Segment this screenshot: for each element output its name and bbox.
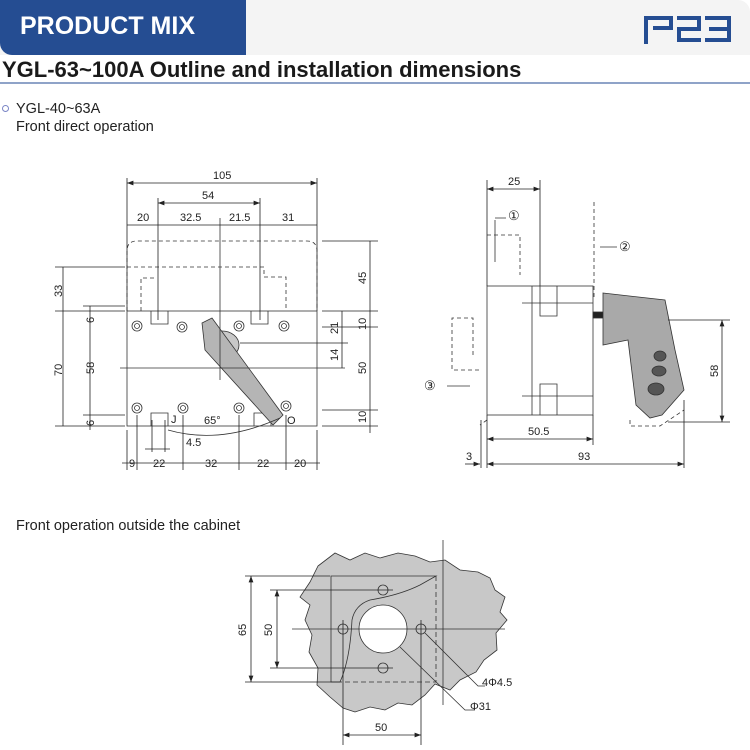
dim-10-top: 10 [357, 318, 369, 330]
mounting-holes [131, 320, 292, 414]
dim-6-top: 6 [85, 317, 97, 323]
dim-10-bottom: 10 [357, 411, 369, 423]
page-title: YGL-63~100A Outline and installation dim… [2, 57, 522, 82]
cutout-view-dimensions: 65 50 50 4Φ4.5 Φ31 [237, 624, 512, 734]
brand-logo [644, 16, 731, 44]
bullet-icon [2, 105, 9, 112]
product-mix-tab: PRODUCT MIX [0, 0, 246, 55]
dim-93: 93 [578, 451, 590, 463]
dim-54: 54 [202, 190, 214, 202]
callout-2: ② [619, 239, 631, 254]
dim-21: 21 [329, 322, 341, 334]
dim-4-5: 4.5 [186, 437, 201, 449]
dim-58: 58 [85, 362, 97, 374]
dim-9: 9 [129, 458, 135, 470]
cutout-view-drawing [245, 540, 508, 745]
dim-105: 105 [213, 170, 231, 182]
title-divider [0, 82, 750, 84]
dim-21-5: 21.5 [229, 212, 250, 224]
section2-heading: Front operation outside the cabinet [16, 518, 241, 534]
dim-50-vertical: 50 [263, 624, 275, 636]
dim-31: 31 [282, 212, 294, 224]
dim-22-right: 22 [257, 458, 269, 470]
side-handle [602, 292, 685, 419]
dim-22-left: 22 [153, 458, 165, 470]
dim-32-5: 32.5 [180, 212, 201, 224]
dim-58-side: 58 [709, 365, 721, 377]
dim-50: 50 [357, 362, 369, 374]
side-view-dimensions: 25 50.5 93 3 58 ① ② ③ [424, 176, 721, 463]
dim-65: 65 [237, 624, 249, 636]
operation-caption: Front direct operation [16, 119, 154, 135]
dim-20-bottom: 20 [294, 458, 306, 470]
rotation-angle: 65° [204, 415, 221, 427]
side-view-drawing [447, 180, 730, 468]
dim-70: 70 [53, 364, 65, 376]
front-view-dimensions: 105 54 20 32.5 21.5 31 33 70 6 58 6 45 1… [53, 170, 369, 470]
dim-3: 3 [466, 451, 472, 463]
operating-handle [201, 317, 284, 426]
dim-45: 45 [357, 272, 369, 284]
label-center-hole: Φ31 [470, 701, 491, 713]
off-position-mark: O [287, 415, 296, 427]
dim-20-top: 20 [137, 212, 149, 224]
label-mounting-holes: 4Φ4.5 [482, 677, 512, 689]
dim-50-horizontal: 50 [375, 722, 387, 734]
callout-1: ① [508, 208, 520, 223]
dim-32: 32 [205, 458, 217, 470]
on-position-mark: J [171, 414, 177, 426]
dim-14: 14 [329, 349, 341, 361]
section1-heading: YGL-40~63A Front direct operation [16, 100, 154, 136]
callout-3: ③ [424, 378, 436, 393]
dim-50-5: 50.5 [528, 426, 549, 438]
dim-6-bottom: 6 [85, 420, 97, 426]
front-view-drawing [55, 178, 378, 470]
model-label: YGL-40~63A [16, 101, 101, 117]
dim-25: 25 [508, 176, 520, 188]
dim-33: 33 [53, 285, 65, 297]
